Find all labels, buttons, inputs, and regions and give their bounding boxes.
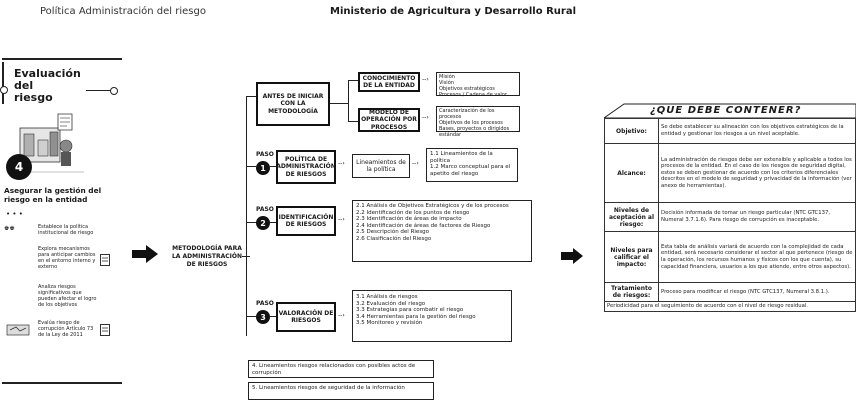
step-1-title-box: POLÍTICA DE ADMINISTRACIÓN DE RIESGOS bbox=[276, 150, 336, 184]
model-item: Objetivos de los procesos bbox=[439, 120, 503, 126]
step-3-item: 3.5 Monitoreo y revisión bbox=[356, 320, 423, 327]
table-row: Objetivo: Se debe establecer su alineaci… bbox=[604, 118, 856, 144]
document-icon bbox=[100, 324, 110, 336]
knowledge-item: Misión bbox=[439, 74, 455, 80]
table-row: Niveles para calificar el impacto: Esta … bbox=[604, 231, 856, 283]
corruption-note-box: 4. Lineamientos riesgos relacionados con… bbox=[248, 360, 434, 378]
panel-section-title: Evaluación del riesgo bbox=[14, 67, 81, 104]
knowledge-item: Visión bbox=[439, 80, 454, 86]
table-row: Tratamiento de riesgos: Proceso para mod… bbox=[604, 282, 856, 302]
row-label: Objetivo: bbox=[604, 118, 659, 144]
table-row: Niveles de aceptación al riesgo: Decisió… bbox=[604, 202, 856, 232]
step-3-item: 3.4 Herramientas para la gestión del rie… bbox=[356, 313, 476, 320]
step-2-item: 2.3 Identificación de áreas de impacto bbox=[356, 216, 462, 223]
model-items-box: Caracterización de los procesos Objetivo… bbox=[436, 106, 520, 138]
ellipsis-icon: • • • bbox=[6, 210, 23, 218]
step-1-items-box: 1.1 Lineamientos de la política 1.2 Marc… bbox=[426, 148, 518, 182]
step-1-mid-box: Lineamientos de la política bbox=[352, 154, 410, 178]
handshake-icon bbox=[6, 324, 30, 336]
flow-arrow-right bbox=[561, 248, 583, 264]
document-title: Política Administración del riesgo bbox=[40, 6, 206, 17]
step-1-paso-label: PASO bbox=[256, 151, 274, 158]
step-2-item: 2.5 Descripción del Riesgo bbox=[356, 229, 430, 236]
step-3-number: 3 bbox=[256, 310, 270, 324]
arrow-icon: --› bbox=[422, 114, 429, 121]
panel-item-1: Establece la política institucional de r… bbox=[38, 224, 94, 236]
step-2-title-box: IDENTIFICACIÓN DE RIESGOS bbox=[276, 206, 336, 236]
model-item: Caracterización de los procesos bbox=[439, 108, 495, 120]
row-text: La administración de riesgos debe ser ex… bbox=[658, 143, 856, 203]
panel-item-4: Evalúa riesgo de corrupción Artículo 73 … bbox=[38, 320, 94, 338]
step-3-item: 3.3 Estrategias para combatir el riesgo bbox=[356, 307, 464, 314]
knowledge-item: Procesos / Cadena de valor bbox=[439, 92, 507, 98]
step-number-badge: 4 bbox=[6, 154, 32, 180]
step-3-paso-label: PASO bbox=[256, 300, 274, 307]
table-title: ¿QUE DEBE CONTENER? bbox=[650, 105, 802, 116]
step-3-item: 3.1 Análisis de riesgos bbox=[356, 294, 418, 300]
contents-table: Objetivo: Se debe establecer su alineaci… bbox=[604, 118, 856, 312]
evaluation-panel: Evaluación del riesgo 4 Asegurar la gest… bbox=[0, 58, 128, 409]
ministry-title: Ministerio de Agricultura y Desarrollo R… bbox=[330, 6, 577, 17]
document-icon bbox=[100, 254, 110, 266]
before-methodology-box: ANTES DE INICIAR CON LA METODOLOGÍA bbox=[256, 82, 330, 126]
arrow-icon: --› bbox=[338, 160, 345, 167]
arrow-icon: --› bbox=[338, 312, 345, 319]
row-label: Niveles de aceptación al riesgo: bbox=[604, 202, 659, 232]
model-item: Bases, proyectos o dirigidos estándar bbox=[439, 126, 510, 138]
row-label: Alcance: bbox=[604, 143, 659, 203]
step-2-item: 2.4 Identificación de áreas de factores … bbox=[356, 222, 491, 229]
evaluation-illustration bbox=[14, 113, 84, 173]
row-text: Se debe establecer su alineación con los… bbox=[658, 118, 856, 144]
step-2-item: 2.1 Análisis de Objetivos Estratégicos y… bbox=[356, 203, 509, 209]
row-text: Esta tabla de análisis variará de acuerd… bbox=[658, 231, 856, 283]
step-3-items-box: 3.1 Análisis de riesgos 3.2 Evaluación d… bbox=[352, 290, 512, 342]
row-text: Decisión informada de tomar un riesgo pa… bbox=[658, 202, 856, 232]
people-icon: ♚♚ bbox=[4, 225, 15, 232]
step-1-item: 1.2 Marco conceptual para el apetito del… bbox=[430, 164, 511, 177]
method-label: METODOLOGÍA PARA LA ADMINISTRACIÓN DE RI… bbox=[171, 245, 243, 268]
table-footer: Periodicidad para el seguimiento de acue… bbox=[604, 301, 856, 312]
step-2-paso-label: PASO bbox=[256, 206, 274, 213]
row-label: Tratamiento de riesgos: bbox=[604, 282, 659, 302]
step-3-title-box: VALORACIÓN DE RIESGOS bbox=[276, 302, 336, 332]
step-2-items-box: 2.1 Análisis de Objetivos Estratégicos y… bbox=[352, 200, 532, 262]
table-row: Alcance: La administración de riesgos de… bbox=[604, 143, 856, 203]
flow-arrow-left bbox=[132, 245, 158, 263]
panel-subtitle: Asegurar la gestión del riesgo en la ent… bbox=[4, 186, 102, 204]
info-security-note-box: 5. Lineamientos riesgos de seguridad de … bbox=[248, 382, 434, 400]
step-2-number: 2 bbox=[256, 216, 270, 230]
step-1-item: 1.1 Lineamientos de la política bbox=[430, 151, 493, 164]
knowledge-box: CONOCIMIENTO DE LA ENTIDAD bbox=[358, 72, 420, 92]
process-model-box: MODELO DE OPERACIÓN POR PROCESOS bbox=[358, 108, 420, 132]
arrow-icon: --› bbox=[338, 216, 345, 223]
step-2-item: 2.6 Clasificación del Riesgo bbox=[356, 235, 432, 242]
row-text: Proceso para modificar el riesgo (NTC GT… bbox=[658, 282, 856, 302]
panel-item-2: Explora mecanismos para anticipar cambio… bbox=[38, 246, 96, 270]
table-footer-row: Periodicidad para el seguimiento de acue… bbox=[604, 301, 856, 312]
row-label: Niveles para calificar el impacto: bbox=[604, 231, 659, 283]
arrow-icon: --› bbox=[422, 76, 429, 83]
panel-item-3: Analiza riesgos significativos que puede… bbox=[38, 284, 97, 308]
step-2-item: 2.2 Identificación de los puntos de ries… bbox=[356, 209, 470, 216]
step-3-item: 3.2 Evaluación del riesgo bbox=[356, 300, 426, 307]
knowledge-items-box: Misión Visión Objetivos estratégicos Pro… bbox=[436, 72, 520, 98]
arrow-icon: --› bbox=[412, 160, 419, 167]
knowledge-item: Objetivos estratégicos bbox=[439, 86, 495, 92]
step-1-number: 1 bbox=[256, 161, 270, 175]
